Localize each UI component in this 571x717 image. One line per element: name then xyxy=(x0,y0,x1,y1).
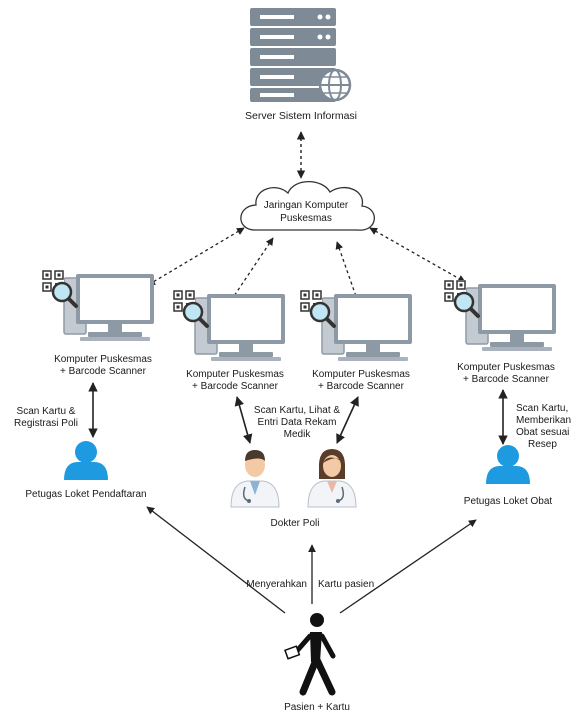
pharmacy-action-line2: Memberikan xyxy=(516,415,571,426)
server-icon xyxy=(250,8,336,102)
network-label-line2: Puskesmas xyxy=(280,213,332,224)
pharmacy-action-line3: Obat sesuai xyxy=(516,427,569,438)
computer-3-label-line1: Komputer Puskesmas xyxy=(312,369,410,380)
user-icon xyxy=(64,441,108,480)
registration-action-line1: Scan Kartu & xyxy=(17,406,76,417)
computer-2-label-line1: Komputer Puskesmas xyxy=(186,369,284,380)
doctor-action-line1: Scan Kartu, Lihat & xyxy=(254,405,340,416)
registration-action-line2: Registrasi Poli xyxy=(14,418,78,429)
handover-label-left: Menyerahkan xyxy=(246,579,307,590)
computer-4-label-line1: Komputer Puskesmas xyxy=(457,362,555,373)
computer-icon xyxy=(442,278,558,353)
user-icon xyxy=(486,445,530,484)
computer-icon xyxy=(40,268,156,343)
patient-label: Pasien + Kartu xyxy=(284,702,350,713)
doctor-icon xyxy=(230,450,280,508)
walking-person-icon xyxy=(284,613,336,696)
network-label-line1: Jaringan Komputer xyxy=(264,200,349,211)
pharmacy-officer-label: Petugas Loket Obat xyxy=(464,496,553,507)
computer-1-label-line1: Komputer Puskesmas xyxy=(54,354,152,365)
doctor-action-line2: Entri Data Rekam xyxy=(258,417,337,428)
computer-icon xyxy=(171,288,287,363)
patient-links xyxy=(146,506,477,614)
doctor-label: Dokter Poli xyxy=(271,518,320,529)
pharmacy-action-line1: Scan Kartu, xyxy=(516,403,568,414)
cloud-icon xyxy=(240,180,375,231)
computer-4-label-line2: + Barcode Scanner xyxy=(463,374,550,385)
registration-officer-label: Petugas Loket Pendaftaran xyxy=(25,489,146,500)
network-links xyxy=(147,227,466,303)
doctor-action-line3: Medik xyxy=(284,429,312,440)
server-label: Server Sistem Informasi xyxy=(245,110,357,122)
computer-2-label-line2: + Barcode Scanner xyxy=(192,381,279,392)
doctor-icon xyxy=(307,449,357,508)
pharmacy-action-line4: Resep xyxy=(528,439,557,450)
action-links xyxy=(88,382,508,445)
computer-icon xyxy=(298,288,414,363)
computer-1-label-line2: + Barcode Scanner xyxy=(60,366,147,377)
handover-label-right: Kartu pasien xyxy=(318,579,374,590)
globe-icon xyxy=(318,68,352,102)
computer-3-label-line2: + Barcode Scanner xyxy=(318,381,405,392)
